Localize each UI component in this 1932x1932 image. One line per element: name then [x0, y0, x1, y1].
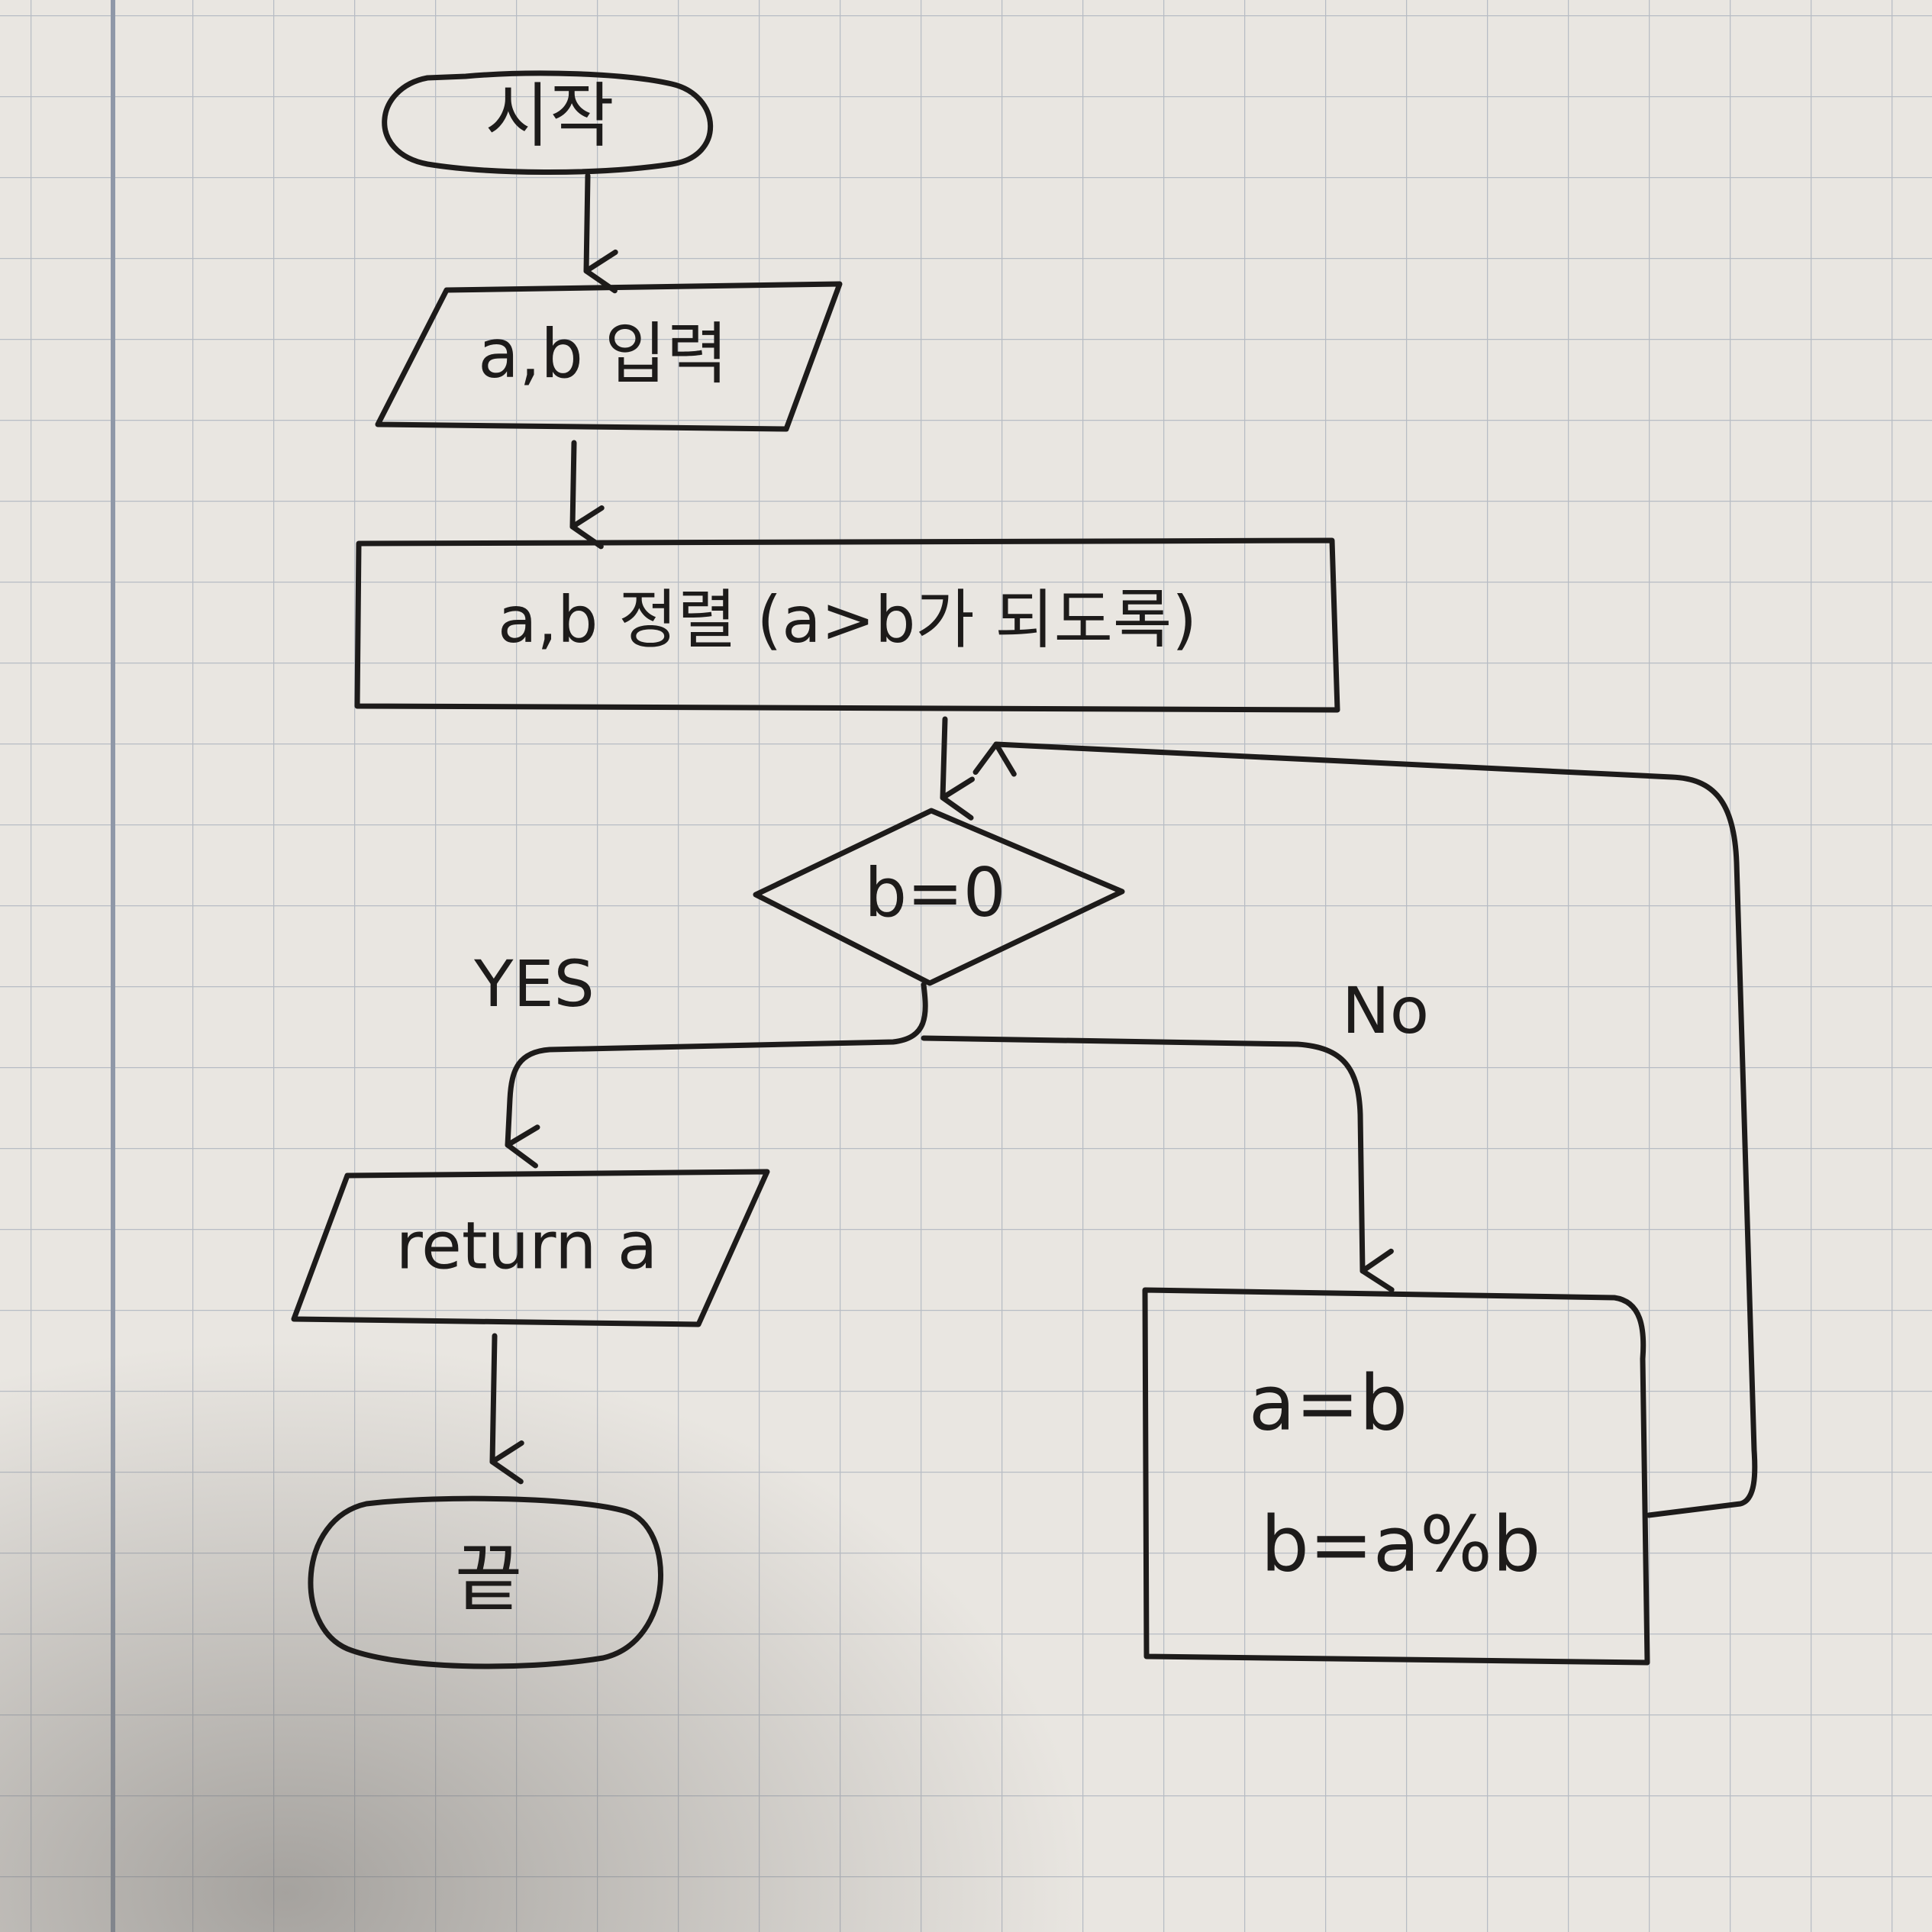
node-sort: a,b 정렬 (a>b가 되도록) — [354, 537, 1340, 713]
node-output-label: return a — [396, 1208, 658, 1284]
edge-no-label: No — [1342, 973, 1429, 1048]
edge-yes: YES — [473, 947, 928, 1169]
node-decision: b=0 — [753, 808, 1125, 986]
node-start-label: 시작 — [485, 75, 614, 156]
edge-no-line — [921, 1035, 1395, 1293]
node-end: 끝 — [308, 1495, 664, 1669]
edge-no: No — [921, 973, 1429, 1293]
edge-yes-label: YES — [473, 947, 595, 1021]
node-update-line-1: a=b — [1249, 1358, 1408, 1447]
node-update: a=b b=a%b — [1142, 1287, 1650, 1666]
node-sort-label: a,b 정렬 (a>b가 되도록) — [498, 582, 1197, 657]
node-start: 시작 — [382, 70, 714, 175]
edge-sort-to-decision — [940, 716, 975, 821]
node-input-label: a,b 입력 — [478, 314, 728, 393]
node-input: a,b 입력 — [375, 281, 843, 432]
shadow-overlay — [0, 1145, 1145, 1932]
node-output: return a — [291, 1169, 770, 1327]
edge-input-to-sort — [569, 440, 605, 550]
edge-yes-line — [505, 982, 928, 1169]
edge-start-to-input — [583, 173, 618, 294]
edge-output-to-end — [489, 1333, 524, 1485]
node-decision-label: b=0 — [864, 853, 1006, 932]
node-update-line-2: b=a%b — [1260, 1499, 1540, 1588]
edge-loop — [972, 741, 1758, 1518]
node-end-label: 끝 — [455, 1536, 522, 1621]
